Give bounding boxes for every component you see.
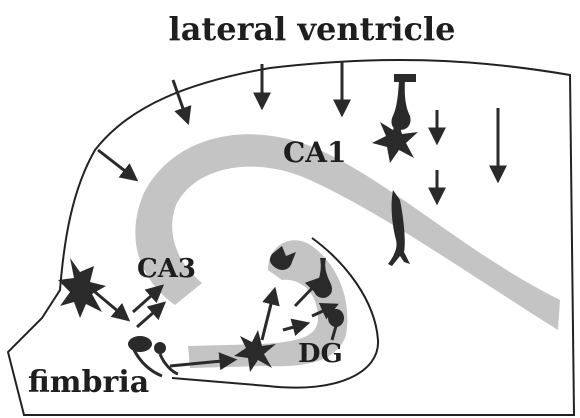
precursor-cell-icon (128, 336, 152, 352)
precursor-small-cell-icon (154, 342, 166, 354)
label-ca3: CA3 (137, 254, 196, 284)
title-lateral-ventricle: lateral ventricle (169, 10, 456, 48)
label-fimbria: fimbria (28, 365, 149, 400)
granule-cell-icon (328, 309, 344, 327)
ventricle-process-icon (394, 74, 416, 82)
label-ca1: CA1 (283, 136, 347, 169)
label-dg: DG (298, 339, 343, 369)
